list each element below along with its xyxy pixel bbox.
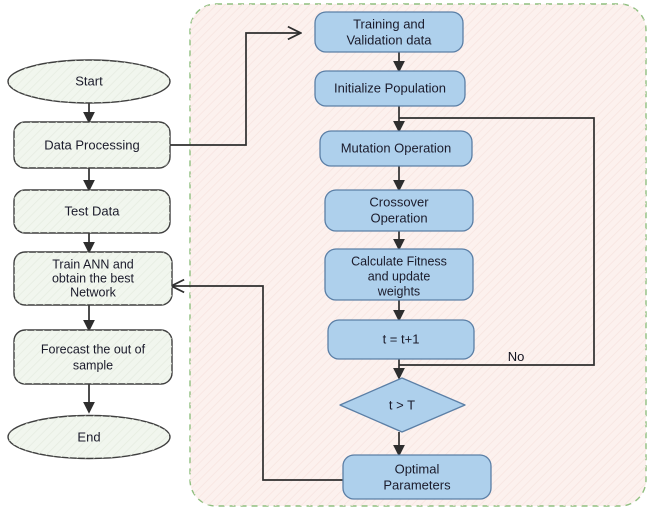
node-optimal-parameters-label-line1: Optimal — [395, 461, 440, 476]
node-train-ann[interactable]: Train ANN and obtain the best Network — [13, 251, 173, 306]
node-start-label: Start — [75, 73, 103, 88]
node-initialize-population-label: Initialize Population — [334, 80, 446, 95]
edge-optimal-parameters-to-train-ann — [172, 286, 343, 481]
node-optimal-parameters-label-line2: Parameters — [383, 477, 451, 492]
node-initialize-population[interactable]: Initialize Population — [314, 70, 466, 107]
node-test-data[interactable]: Test Data — [13, 189, 171, 234]
edge-no-feedback-loop — [399, 117, 595, 366]
node-mutation-operation[interactable]: Mutation Operation — [319, 130, 473, 167]
node-train-ann-label-line2: obtain the best — [52, 271, 135, 285]
node-decision-t-gt-T[interactable]: t > T — [339, 377, 466, 433]
node-training-validation-data[interactable]: Training and Validation data — [314, 11, 464, 53]
node-data-processing[interactable]: Data Processing — [13, 121, 171, 169]
node-training-validation-label-line2: Validation data — [346, 32, 432, 47]
edge-label-no: No — [508, 349, 525, 364]
node-calculate-fitness-label-line2: and update — [368, 269, 431, 283]
node-mutation-operation-label: Mutation Operation — [341, 140, 452, 155]
node-crossover-label-line2: Operation — [370, 210, 427, 225]
node-end-label: End — [77, 429, 100, 444]
node-data-processing-label: Data Processing — [44, 137, 139, 152]
node-train-ann-label-line1: Train ANN and — [52, 257, 134, 271]
node-calculate-fitness-label-line1: Calculate Fitness — [351, 254, 447, 268]
node-end[interactable]: End — [7, 414, 171, 460]
node-calculate-fitness[interactable]: Calculate Fitness and update weights — [324, 248, 474, 301]
node-increment-counter[interactable]: t = t+1 — [327, 319, 475, 360]
node-forecast-label-line1: Forecast the out of — [41, 342, 146, 356]
node-forecast[interactable]: Forecast the out of sample — [13, 329, 173, 385]
node-crossover-operation[interactable]: Crossover Operation — [324, 189, 474, 232]
node-decision-label: t > T — [389, 397, 415, 412]
node-optimal-parameters[interactable]: Optimal Parameters — [342, 454, 492, 500]
node-increment-counter-label: t = t+1 — [383, 331, 420, 346]
edge-data-processing-to-training-data — [170, 33, 300, 146]
node-test-data-label: Test Data — [65, 203, 121, 218]
node-forecast-label-line2: sample — [73, 358, 113, 372]
node-start[interactable]: Start — [7, 59, 171, 104]
node-crossover-label-line1: Crossover — [369, 194, 429, 209]
node-train-ann-label-line3: Network — [70, 285, 117, 299]
node-training-validation-label-line1: Training and — [353, 16, 425, 31]
node-calculate-fitness-label-line3: weights — [377, 284, 420, 298]
